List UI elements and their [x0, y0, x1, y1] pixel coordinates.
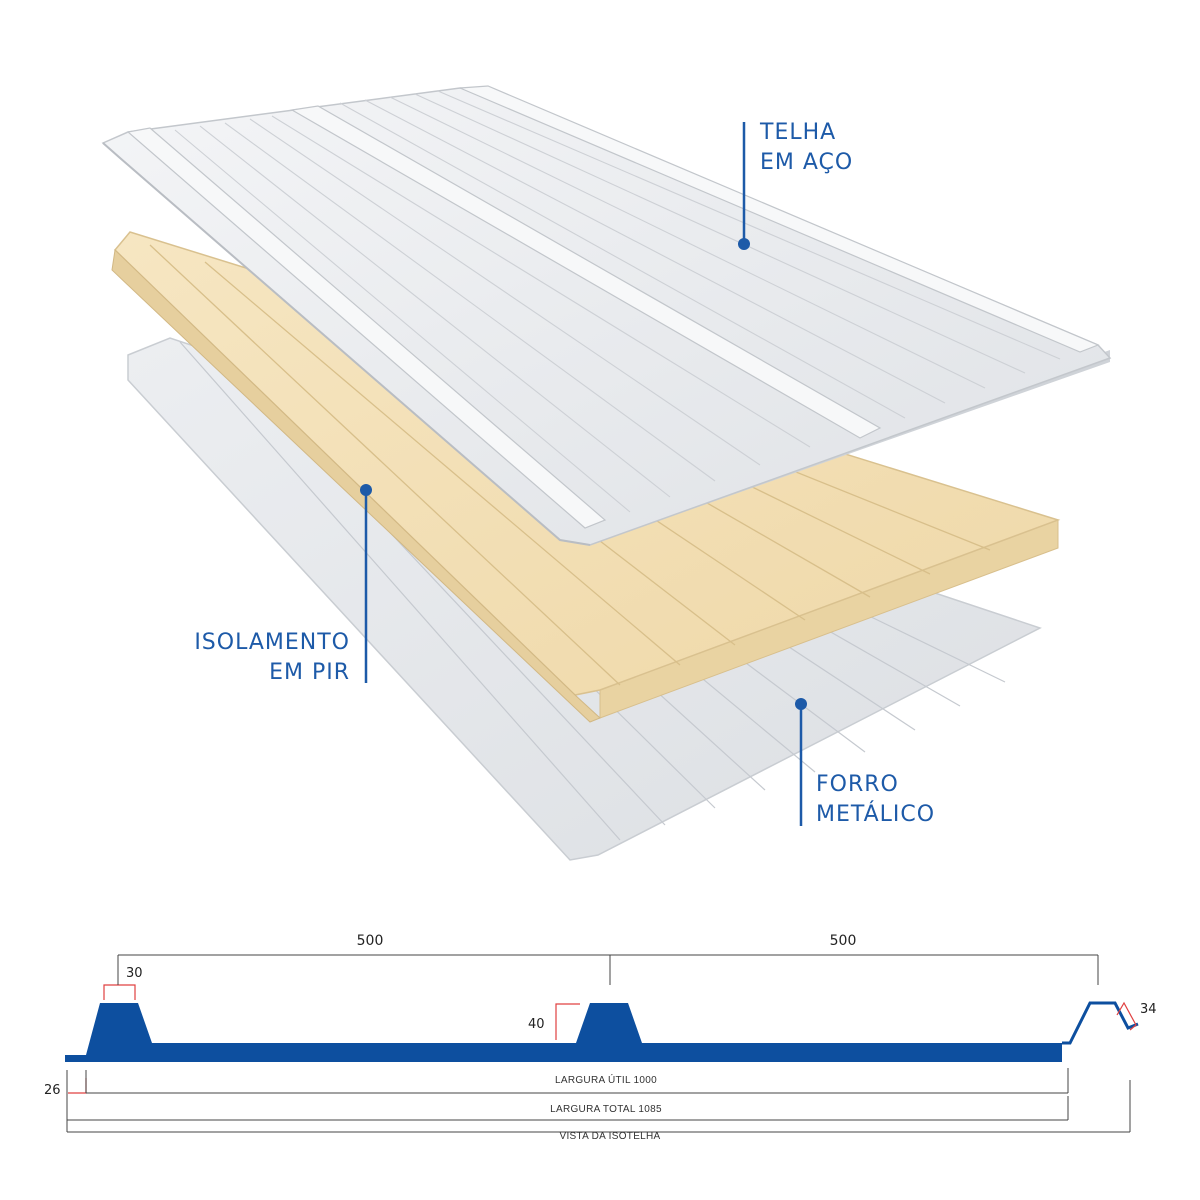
isolamento-marker-dot: [360, 484, 372, 496]
edge-offset-label: 26: [44, 1083, 61, 1098]
top-dimension-lines: [117, 954, 1099, 985]
bottom-dimension-lines: [66, 1068, 1131, 1133]
telha-label-line2: EM AÇO: [760, 150, 854, 175]
profile-section: 500 500 30 40 34 26 LARGURA ÚTIL 1: [44, 933, 1157, 1142]
telha-main-ribs: [126, 85, 1100, 529]
telha-marker-dot: [738, 238, 750, 250]
callout-isolamento: [360, 484, 372, 683]
forro-label-line1: FORRO: [816, 772, 899, 797]
forro-marker-dot: [795, 698, 807, 710]
callout-telha: [738, 122, 750, 250]
span-right-label: 500: [830, 933, 857, 949]
useful-width-label: LARGURA ÚTIL 1000: [555, 1073, 657, 1086]
edge-offset-marker: [68, 1078, 87, 1094]
isolamento-label: ISOLAMENTO EM PIR: [190, 628, 350, 688]
overlap-height-label: 34: [1140, 1002, 1157, 1017]
telha-minor-ribs: [174, 90, 1061, 513]
total-width-label: LARGURA TOTAL 1085: [550, 1104, 662, 1115]
rib-height-marker: [555, 1003, 580, 1040]
panel-profile-shape: [65, 1003, 1062, 1062]
callout-forro: [795, 698, 807, 826]
telha-aco-sheet: [101, 85, 1112, 546]
telha-label-line1: TELHA: [760, 120, 837, 145]
forro-label-line2: METÁLICO: [816, 802, 936, 827]
rib-width-marker: [103, 984, 136, 1000]
span-left-label: 500: [357, 933, 384, 949]
overlap-edge: [1062, 1001, 1139, 1045]
isolamento-label-line1: ISOLAMENTO: [194, 630, 350, 655]
isolamento-label-line2: EM PIR: [269, 660, 350, 685]
rib-height-label: 40: [528, 1017, 545, 1032]
forro-label: FORRO METÁLICO: [816, 770, 935, 830]
overlap-height-marker: [1116, 1001, 1137, 1031]
telha-label: TELHA EM AÇO: [760, 118, 853, 178]
view-label: VISTA DA ISOTELHA: [559, 1131, 660, 1142]
rib-width-label: 30: [126, 966, 143, 981]
